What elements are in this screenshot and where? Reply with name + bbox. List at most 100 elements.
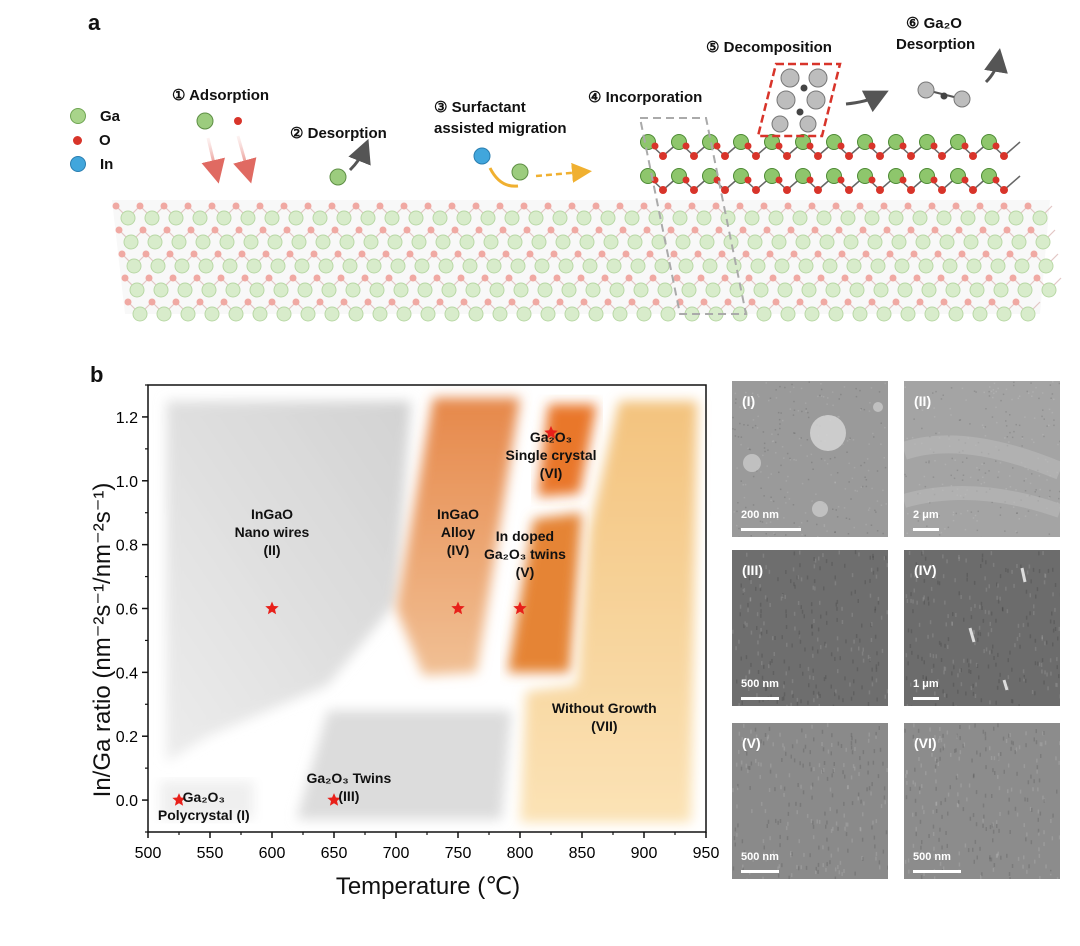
region-label-line: Without Growth [551,700,657,717]
step-decomposition: ⑤ Decomposition [706,39,832,56]
data-point-star [172,793,186,806]
sem-image-vi: (VI) 500 nm [904,723,1060,879]
data-points [172,425,558,806]
region-i [160,780,254,820]
region-label-line: (II) [263,541,281,558]
sem-texture-iii [732,550,888,706]
scale-bar-v [741,870,779,873]
legend-in-label: In [100,155,114,173]
region-label-line: Single crystal [505,447,597,464]
region-label-line: (VI) [539,465,563,482]
step-desorption: ② Desorption [290,125,387,142]
region-label-line: Ga₂O₃ twins [483,546,566,563]
in-atom-icon [70,156,86,172]
decomposing-cluster [771,68,828,133]
ga-atom-icon [70,108,86,124]
migration-arrow [535,162,592,183]
data-point-star [513,601,527,615]
scale-bar-iv [913,697,939,700]
data-point-star [544,425,558,439]
region-label-line: InGaO [250,505,294,522]
x-tick-label: 800 [507,845,534,862]
sem-label-vi: (VI) [914,735,937,751]
o-atom-icon [73,135,82,145]
scale-bar-vi [913,870,961,873]
x-tick-label: 650 [321,845,348,862]
region-label-line: Polycrystal (I) [157,807,250,824]
region-iv [396,397,520,676]
region-vi [537,404,597,497]
sem-image-iii: (III) 500 nm [732,550,888,706]
crystal-growth-schematic [112,48,1062,322]
legend-o-label: O [99,131,111,149]
legend-in: In [70,152,120,176]
step-surfactant-line2: assisted migration [434,120,567,137]
x-tick-label: 750 [445,845,472,862]
region-label-line: Ga₂O₃ [529,429,573,446]
panel-a-letter: a [88,10,101,35]
legend-ga-label: Ga [100,107,121,125]
scale-bar-ii [913,528,939,531]
adsorption-arrow-ga [201,137,225,184]
step-adsorption: ① Adsorption [172,87,270,104]
surfactant-swap-arrow [488,167,519,188]
panel-b-letter: b [90,362,104,387]
sem-label-ii: (II) [914,393,932,409]
region-label-line: Alloy [440,523,476,540]
scale-bar-iii [741,697,779,700]
data-point-star [327,793,341,806]
x-tick-label: 500 [135,845,162,862]
y-tick-label: 0.8 [116,538,138,555]
sem-texture-iv [904,550,1060,706]
legend-o: O [70,128,120,152]
x-axis-label: Temperature (℃) [335,873,521,900]
region-label-line: Nano wires [234,523,310,540]
sem-image-ii: (II) 2 μm [904,381,1060,537]
in-surfactant-atom [473,147,491,165]
decomposition-arrow [845,90,889,113]
region-label-line: (IV) [446,541,470,558]
sem-image-v: (V) 500 nm [732,723,888,879]
region-label: Ga₂O₃ Twins(III) [306,769,391,805]
sem-texture-vi [904,723,1060,879]
y-tick-label: 0.4 [116,665,138,682]
atom-legend: Ga O In [70,104,120,176]
scale-bar-label-vi: 500 nm [913,851,951,863]
y-tick-label: 1.0 [116,474,138,491]
region-label-line: (V) [515,564,535,581]
phase-regions [160,397,698,823]
region-v [507,512,582,673]
data-point-star [451,601,465,615]
sem-texture-i [732,381,888,537]
sem-label-iii: (III) [742,562,763,578]
region-ii [166,400,411,762]
region-label-line: (III) [338,788,360,805]
sem-label-v: (V) [742,735,761,751]
sem-texture-ii [904,381,1060,537]
ga2o-desorption-arrow [984,48,1008,84]
scale-bar-label-ii: 2 μm [913,509,939,521]
x-tick-label: 700 [383,845,410,862]
y-tick-label: 0.0 [116,793,138,810]
grown-layer-atoms [640,134,1021,194]
region-label: Without Growth(VII) [552,699,657,735]
adsorption-arrow-o [233,135,257,184]
step-ga2o: ⑥ Ga₂O [906,15,962,32]
substrate-atoms [112,202,1062,322]
x-tick-label: 900 [631,845,658,862]
desorption-arrow [348,138,371,172]
adsorbing-ga-atom [196,112,214,130]
ga2o-molecule [917,81,971,108]
scale-bar-i [741,528,801,531]
y-axis-label: In/Ga ratio (nm⁻²s⁻¹/nm⁻²s⁻¹) [89,482,116,798]
y-tick-label: 0.6 [116,602,138,619]
x-tick-label: 550 [197,845,224,862]
sem-texture-v [732,723,888,879]
y-tick-label: 1.2 [116,410,138,427]
migrating-ga-atom [511,163,529,181]
